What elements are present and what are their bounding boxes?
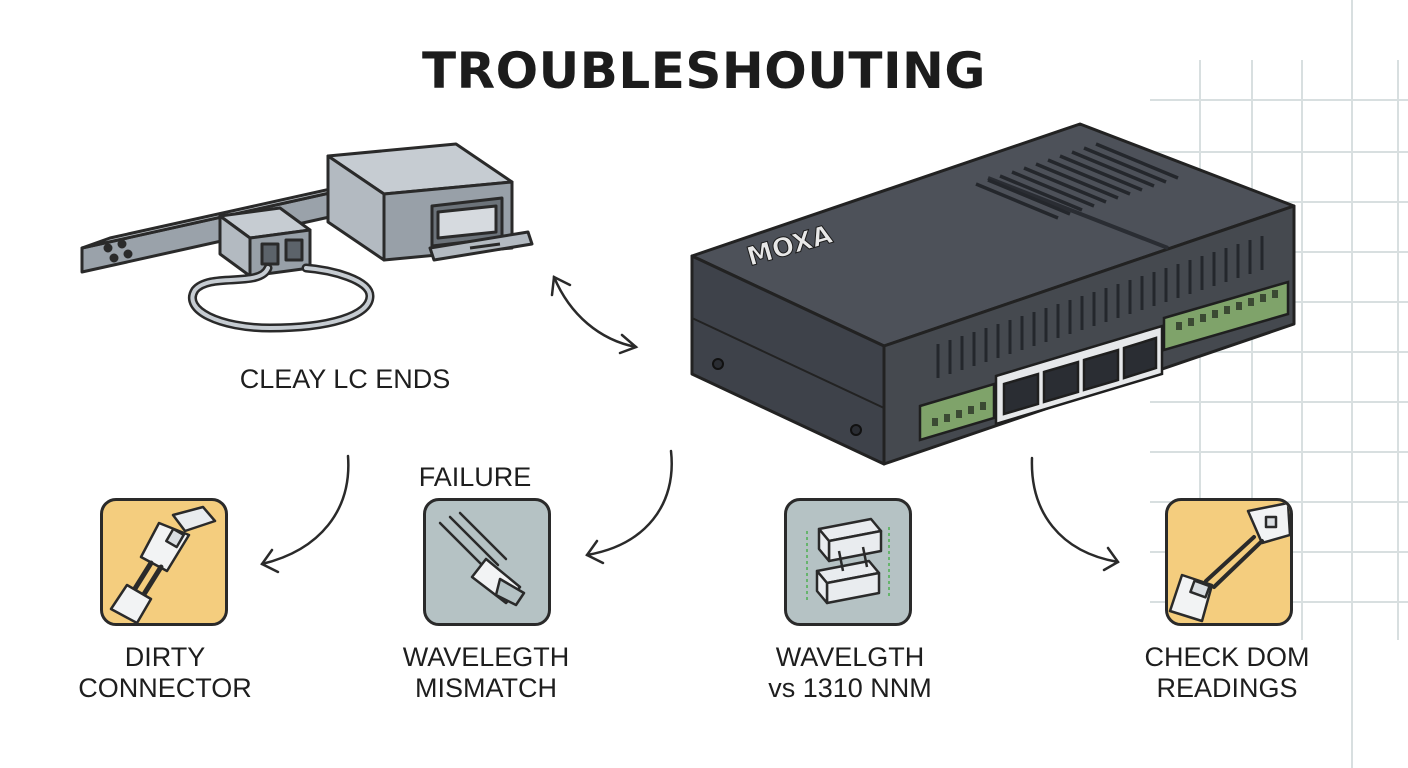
dirty-connector-label-line1: DIRTY	[124, 642, 206, 672]
wavelength-label-line2: vs 1310 NNM	[768, 673, 932, 703]
dom-readings-label-line2: READINGS	[1156, 673, 1298, 703]
dirty-connector-icon	[109, 505, 217, 623]
wavelength-mismatch-icon	[438, 511, 526, 607]
arrow-to-dirty-icon	[260, 454, 350, 574]
dom-readings-tile	[1165, 498, 1293, 626]
dirty-connector-tile	[100, 498, 228, 626]
wavelength-tile	[784, 498, 912, 626]
arrow-to-dom-icon	[1030, 456, 1120, 572]
page-title: TROUBLESHOUTING	[422, 42, 986, 100]
wavelength-mismatch-label-line1: WAVELEGTH	[402, 642, 570, 672]
lc-ends-label: CLEAY LC ENDS	[239, 364, 451, 394]
wavelength-label-line1: WAVELGTH	[775, 642, 925, 672]
wavelength-mismatch-label-line2: MISMATCH	[415, 673, 557, 703]
dom-readings-icon	[1168, 501, 1290, 623]
wavelength-icon	[806, 517, 890, 605]
dom-readings-label-line1: CHECK DOM	[1144, 642, 1310, 672]
fiber-connector-icon	[80, 142, 534, 333]
dirty-connector-label-line2: CONNECTOR	[78, 673, 252, 703]
failure-label: FAILURE	[418, 462, 532, 492]
double-arrow-icon	[550, 275, 639, 355]
wavelength-mismatch-tile	[423, 498, 551, 626]
arrow-to-mismatch-icon	[585, 449, 673, 565]
industrial-switch-icon: MOXA	[690, 122, 1296, 466]
